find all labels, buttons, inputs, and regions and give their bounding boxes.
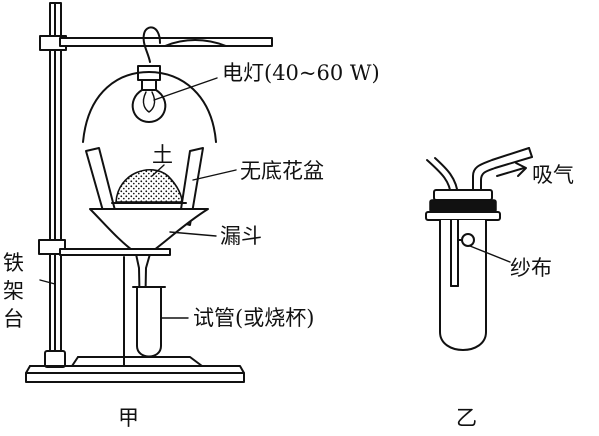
top-clamp — [39, 26, 273, 63]
leader-soil — [151, 164, 165, 177]
stand-base — [25, 365, 245, 383]
label-stand-3: 台 — [3, 307, 24, 331]
leader-pot — [192, 169, 237, 181]
caption-b: 乙 — [456, 406, 477, 430]
suction-arrow — [496, 162, 527, 177]
middle-clamp — [38, 239, 171, 256]
leader-gauze — [469, 245, 511, 263]
soil — [111, 168, 187, 204]
caption-a: 甲 — [118, 406, 139, 430]
label-gauze: 纱布 — [510, 256, 552, 280]
leader-stand — [39, 279, 56, 285]
label-pot: 无底花盆 — [240, 159, 324, 183]
test-tube — [29, 256, 203, 367]
label-stand-1: 铁 — [3, 251, 24, 275]
tube-b — [439, 219, 487, 351]
label-suction: 吸气 — [532, 163, 574, 187]
label-soil: 土 — [152, 143, 173, 167]
stand-rod — [44, 2, 66, 368]
lamp — [82, 65, 217, 143]
label-stand-2: 架 — [3, 279, 24, 303]
leader-funnel — [169, 231, 217, 237]
label-funnel: 漏斗 — [220, 224, 262, 248]
label-lamp: 电灯(40~60 W) — [222, 61, 380, 85]
setup-b: 吸气 纱布 乙 — [425, 147, 574, 430]
label-tube: 试管(或烧杯) — [193, 306, 314, 330]
setup-a: 电灯(40~60 W) 土 无底花盆 漏斗 试管(或烧杯) 铁 架 台 甲 — [3, 2, 380, 430]
stopper — [425, 189, 501, 221]
gauze — [461, 233, 475, 247]
leader-lamp — [153, 77, 218, 101]
